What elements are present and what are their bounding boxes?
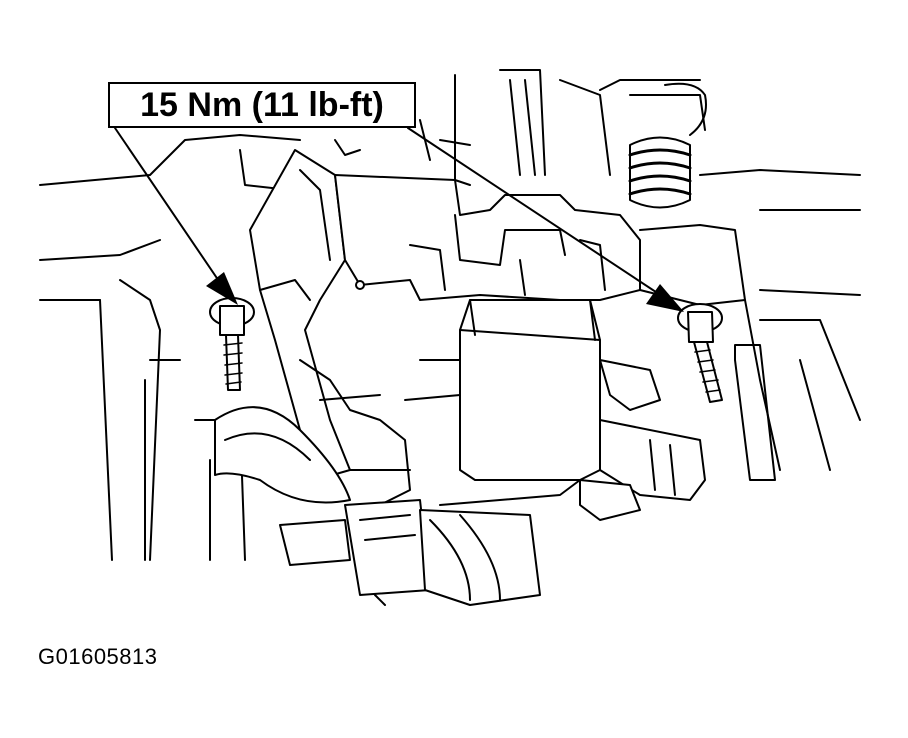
lower-connector [279,479,581,606]
right-connector [579,359,706,521]
coil-spring [628,82,707,209]
wiring-harness [214,359,411,506]
control-module [404,299,601,481]
callout-leader-left [114,127,238,305]
torque-label: 15 Nm (11 lb-ft) [140,85,384,124]
callout-leader-right [407,127,684,312]
chassis-frame [39,69,861,561]
figure-id: G01605813 [38,644,158,669]
left-mounting-bolt [209,297,255,391]
torque-callout: 15 Nm (11 lb-ft) [108,82,416,128]
upper-housing [334,174,746,306]
right-mounting-bolt [677,303,723,403]
